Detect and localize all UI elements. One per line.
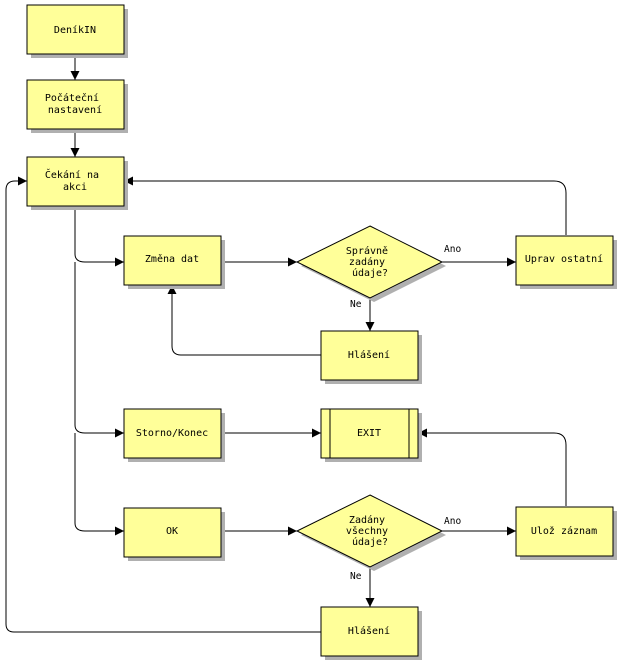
node-label: všechny [346,525,388,537]
edge-label-yes-1: Ano [444,244,461,255]
node-message-1: Hlášení [320,330,422,384]
node-label: údaje? [352,536,388,548]
svg-text:Správně zadány úda: Správně zadány údaje? [346,245,394,279]
svg-text:Hlášení: Hlášení [348,625,390,637]
node-label: Uprav ostatní [525,253,603,265]
node-label: Čekání na [45,168,99,181]
edge-label-yes-2: Ano [444,516,461,527]
connectors [5,54,567,633]
node-label: nastavení [48,104,102,116]
node-label: údaje? [352,267,388,279]
node-label: Změna dat [145,253,199,265]
node-label: Počáteční [45,92,99,104]
svg-text:Ulož záznam: Ulož záznam [531,525,597,537]
node-label: akci [63,182,87,193]
node-label: Hlášení [348,625,390,637]
node-decision-correct: Správně zadány údaje? [295,225,446,302]
node-decision-all: Zadány všechny údaje? [295,494,446,571]
node-label: zadány [349,256,385,268]
svg-text:Hlášení: Hlášení [348,349,390,361]
svg-text:Uprav ostatní: Uprav ostatní [525,253,603,265]
svg-text:EXIT: EXIT [357,428,381,439]
node-label: EXIT [357,428,381,439]
edge-label-no-2: Ne [350,571,362,582]
edge-wait-to-storno [74,262,124,438]
svg-text:OK: OK [166,526,178,537]
node-ok: OK [123,507,225,561]
node-wait-action: Čekání na akci [26,156,128,210]
edge-message-to-change [167,285,321,356]
edge-wait-to-ok [74,433,124,536]
node-label: Storno/Konec [136,428,208,439]
node-update-others: Uprav ostatní [515,235,617,289]
svg-text:Počáteční nastavení: Počáteční nastavení [45,92,105,116]
svg-text:Čekání na akci: Čekání na akci [45,168,105,193]
edge-save-to-exit [418,428,567,506]
node-label: Správně [346,245,388,257]
node-label: OK [166,526,178,537]
svg-text:Změna dat: Změna dat [145,253,199,265]
svg-text:Zadány všechny úda: Zadány všechny údaje? [346,514,394,548]
node-label: Ulož záznam [531,525,597,537]
edge-wait-to-change [74,206,124,267]
node-label: Hlášení [348,349,390,361]
node-cancel-end: Storno/Konec [123,408,225,462]
node-initial-settings: Počáteční nastavení [26,79,128,133]
node-change-data: Změna dat [123,235,225,289]
node-message-2: Hlášení [320,606,422,660]
svg-text:DeníkIN: DeníkIN [54,24,96,36]
edge-update-to-wait [124,176,567,235]
node-label: DeníkIN [54,24,96,36]
edge-label-no-1: Ne [350,299,362,310]
node-denikin: DeníkIN [26,4,128,58]
edge-message2-to-wait [5,176,321,633]
svg-text:Storno/Konec: Storno/Konec [136,428,208,439]
node-save-record: Ulož záznam [515,506,617,560]
node-exit: EXIT [320,408,422,462]
node-label: Zadány [349,514,385,526]
